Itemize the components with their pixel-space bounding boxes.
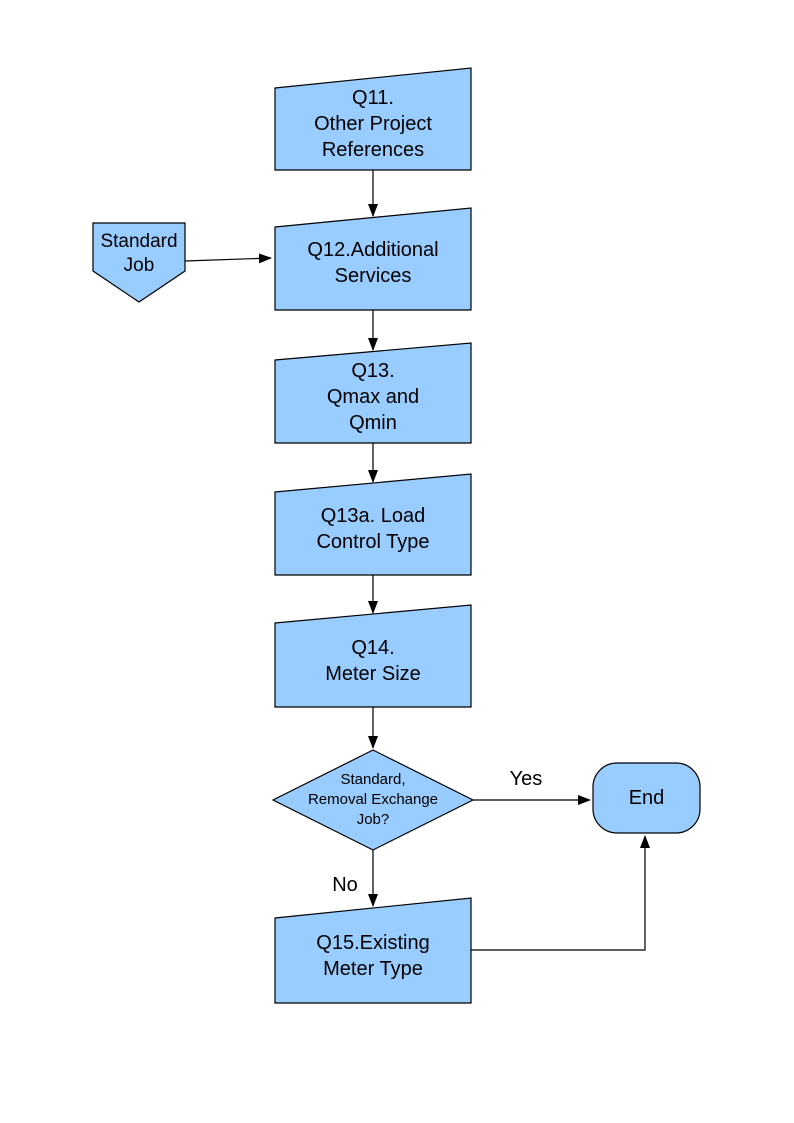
node-q13a xyxy=(274,473,472,576)
node-q13-label: Q13. Qmax and Qmin xyxy=(326,360,420,434)
node-q14 xyxy=(274,604,472,708)
edge-q15-to-end xyxy=(471,835,650,951)
node-q14-label: Q14. Meter Size xyxy=(325,636,421,685)
node-q12 xyxy=(274,207,472,311)
node-decision-label: Standard, Removal Exchange Job? xyxy=(307,770,439,829)
edge-no-label: No xyxy=(332,874,358,896)
node-q13 xyxy=(274,342,472,444)
node-q11 xyxy=(274,67,472,171)
node-end-label: End xyxy=(628,787,665,809)
node-q15-label: Q15.Existing Meter Type xyxy=(316,931,430,980)
node-end xyxy=(592,762,701,834)
node-q15 xyxy=(274,897,472,1004)
node-q13a-label: Q13a. Load Control Type xyxy=(316,505,430,553)
node-q12-label: Q12.Additional Services xyxy=(307,239,439,287)
node-standard-job xyxy=(92,222,186,303)
edge-yes-label: Yes xyxy=(509,768,543,790)
node-standard-job-label: Standard Job xyxy=(100,231,178,276)
node-q11-label: Q11. Other Project References xyxy=(314,87,432,161)
edge-standardjob-to-q12 xyxy=(184,253,272,264)
node-decision xyxy=(271,749,475,851)
